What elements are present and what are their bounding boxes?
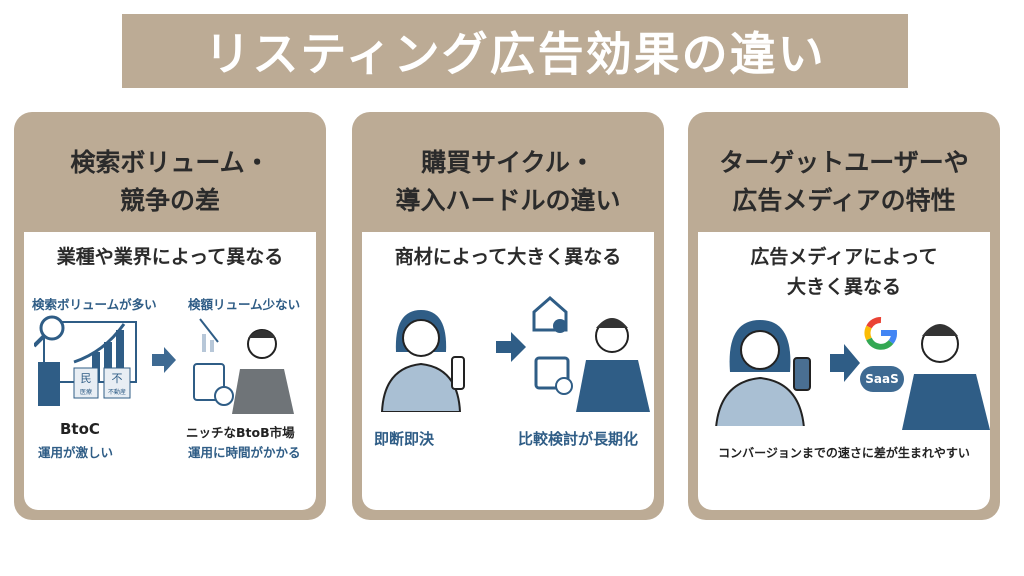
woman-with-bottle-icon — [380, 310, 465, 412]
sign1-subtext: 医療 — [80, 388, 92, 396]
businessman-comparing-icon — [532, 296, 650, 412]
left-note: 即断即決 — [374, 430, 435, 448]
bottom-note: コンバージョンまでの速さに差が生まれやすい — [718, 446, 970, 460]
arrow-right-icon — [496, 332, 526, 362]
card-purchase-cycle: 購買サイクル・導入ハードルの違い 商材によって大きく異なる 即断即決 比較検討が… — [352, 112, 664, 520]
right-label: ニッチなBtoB市場 — [186, 425, 295, 440]
thinking-businessman-icon — [902, 324, 990, 430]
right-note: 運用に時間がかかる — [188, 445, 301, 460]
card-subtitle: 業種や業界によって異なる — [56, 246, 284, 268]
card-search-volume: 検索ボリューム・競争の差 業種や業界によって異なる 検索ボリュームが多い 検額リ… — [14, 112, 326, 520]
card-panel: 商材によって大きく異なる 即断即決 比較検討が長期化 — [362, 232, 654, 510]
card-subtitle: 広告メディアによって大きく異なる — [750, 246, 938, 298]
sign2-text: 不 — [112, 372, 123, 385]
card-panel: 広告メディアによって大きく異なる SaaS コンバージョンまでの速さに差が生まれ… — [698, 232, 990, 510]
chart-building-icon: 民 医療 不 不動産 — [34, 315, 137, 406]
left-caption: 検索ボリュームが多い — [32, 297, 157, 312]
saas-cloud-icon: SaaS — [860, 366, 904, 392]
sign2-subtext: 不動産 — [108, 388, 126, 396]
card-panel: 業種や業界によって異なる 検索ボリュームが多い 検額リューム少ない 民 医療 不… — [24, 232, 316, 510]
right-caption: 検額リューム少ない — [188, 297, 301, 312]
card-heading: ターゲットユーザーや広告メディアの特性 — [719, 148, 969, 215]
right-note: 比較検討が長期化 — [518, 430, 639, 448]
card-target-media: ターゲットユーザーや広告メディアの特性 広告メディアによって大きく異なる Saa… — [688, 112, 1000, 520]
arrow-right-icon — [152, 347, 176, 373]
sign1-text: 民 — [81, 372, 92, 385]
page-title: リスティング広告効果の違い — [122, 14, 908, 88]
google-logo-icon — [864, 317, 897, 350]
arrow-right-icon — [830, 344, 860, 382]
card-heading: 検索ボリューム・競争の差 — [70, 148, 270, 215]
woman-with-phone-icon — [715, 320, 811, 426]
card-subtitle: 商材によって大きく異なる — [394, 246, 622, 268]
thinking-businessman-icon — [193, 318, 294, 414]
left-note: 運用が激しい — [38, 445, 114, 460]
left-label: BtoC — [60, 420, 100, 438]
card-heading: 購買サイクル・導入ハードルの違い — [395, 148, 621, 215]
